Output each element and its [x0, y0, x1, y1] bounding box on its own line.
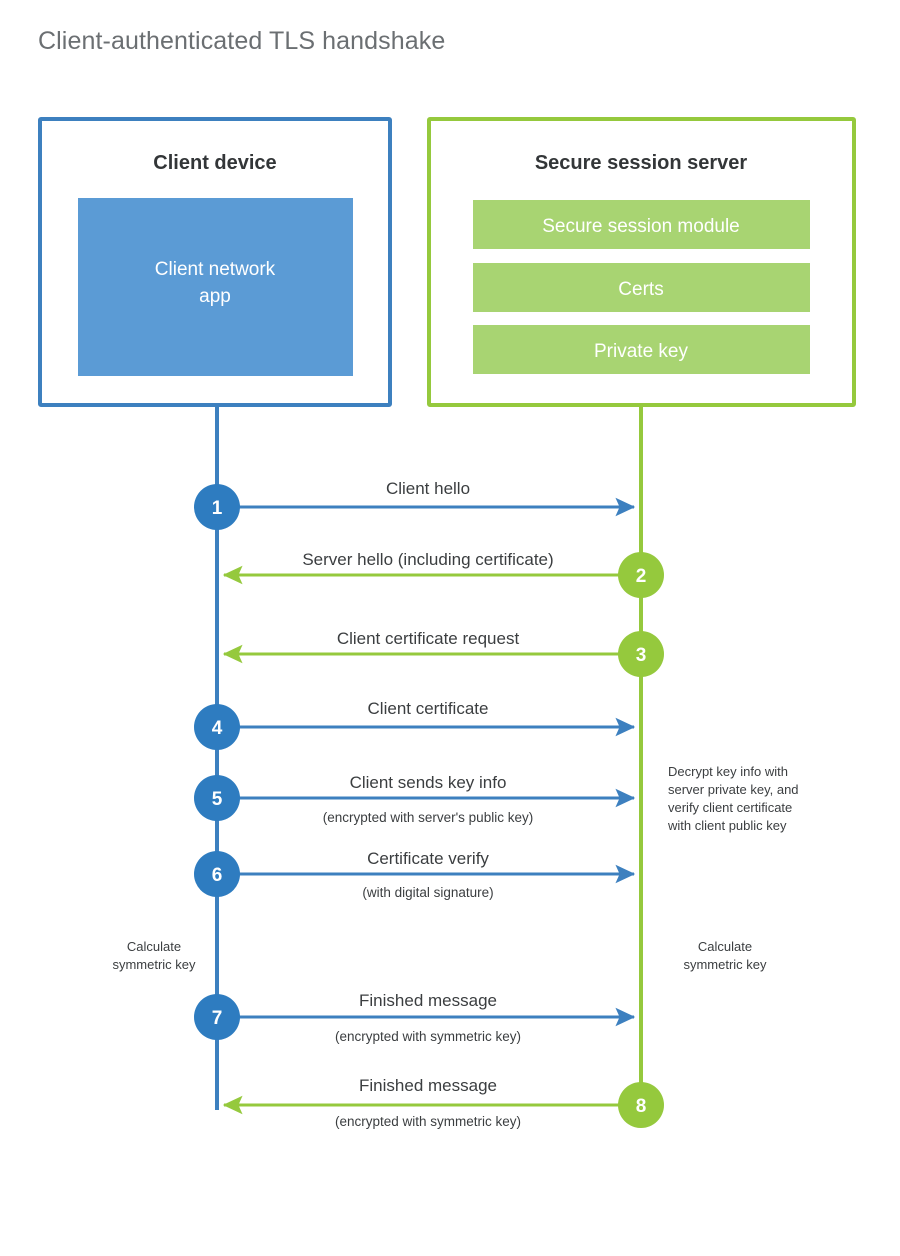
- server-decrypt-note: Decrypt key info with server private key…: [667, 764, 799, 833]
- step-2-label: Server hello (including certificate): [302, 550, 553, 569]
- page-title: Client-authenticated TLS handshake: [38, 27, 446, 55]
- step-3-number: 3: [636, 645, 647, 666]
- server-calculate-note: Calculate symmetric key: [683, 939, 767, 972]
- step-1-label: Client hello: [386, 479, 470, 498]
- server-calculate-note-line1: Calculate: [698, 939, 752, 954]
- client-device-title: Client device: [153, 152, 276, 174]
- server-calculate-note-line2: symmetric key: [683, 957, 767, 972]
- client-network-app-label-line1: Client network: [155, 259, 276, 280]
- step-2-number: 2: [636, 566, 647, 587]
- step-8-marker[interactable]: [618, 1082, 664, 1128]
- client-network-app-block: [78, 198, 353, 376]
- step-6-marker[interactable]: [194, 851, 240, 897]
- secure-session-server-title: Secure session server: [535, 152, 748, 174]
- step-7-label: Finished message: [359, 991, 497, 1010]
- client-calculate-note: Calculate symmetric key: [112, 939, 196, 972]
- secure-session-module-block: [473, 200, 810, 249]
- step-5-group[interactable]: Client sends key info (encrypted with se…: [194, 773, 636, 825]
- certs-label: Certs: [618, 279, 663, 300]
- step-5-marker[interactable]: [194, 775, 240, 821]
- step-2-marker[interactable]: [618, 552, 664, 598]
- secure-session-module-label: Secure session module: [542, 216, 740, 237]
- step-8-label: Finished message: [359, 1076, 497, 1095]
- step-1-marker[interactable]: [194, 484, 240, 530]
- step-1-group[interactable]: Client hello 1: [194, 479, 636, 530]
- step-5-number: 5: [212, 789, 223, 810]
- step-7-sublabel: (encrypted with symmetric key): [335, 1029, 521, 1044]
- step-6-sublabel: (with digital signature): [362, 885, 493, 900]
- private-key-label: Private key: [594, 341, 688, 362]
- step-8-number: 8: [636, 1096, 647, 1117]
- step-6-label: Certificate verify: [367, 849, 489, 868]
- client-calculate-note-line1: Calculate: [127, 939, 181, 954]
- step-4-group[interactable]: Client certificate 4: [194, 699, 636, 750]
- server-decrypt-note-line4: with client public key: [667, 818, 787, 833]
- step-3-marker[interactable]: [618, 631, 664, 677]
- step-8-sublabel: (encrypted with symmetric key): [335, 1114, 521, 1129]
- step-3-label: Client certificate request: [337, 629, 520, 648]
- step-5-sublabel: (encrypted with server's public key): [323, 810, 533, 825]
- client-network-app-label-line2: app: [199, 286, 231, 307]
- secure-session-server-box: Secure session server Secure session mod…: [427, 117, 856, 407]
- step-4-number: 4: [212, 718, 223, 739]
- step-5-label: Client sends key info: [350, 773, 507, 792]
- certs-block: [473, 263, 810, 312]
- step-7-group[interactable]: Finished message (encrypted with symmetr…: [194, 991, 636, 1044]
- step-4-label: Client certificate: [368, 699, 489, 718]
- server-decrypt-note-line2: server private key, and: [668, 782, 799, 797]
- server-decrypt-note-line3: verify client certificate: [668, 800, 792, 815]
- client-calculate-note-line2: symmetric key: [112, 957, 196, 972]
- step-2-group[interactable]: Server hello (including certificate) 2: [222, 550, 664, 598]
- step-8-group[interactable]: Finished message (encrypted with symmetr…: [222, 1076, 664, 1129]
- server-decrypt-note-line1: Decrypt key info with: [668, 764, 788, 779]
- step-3-group[interactable]: Client certificate request 3: [222, 629, 664, 677]
- step-4-marker[interactable]: [194, 704, 240, 750]
- step-6-number: 6: [212, 865, 223, 886]
- step-7-number: 7: [212, 1008, 223, 1029]
- step-6-group[interactable]: Certificate verify (with digital signatu…: [194, 849, 636, 900]
- step-7-marker[interactable]: [194, 994, 240, 1040]
- step-1-number: 1: [212, 498, 223, 519]
- client-device-box: Client device Client network app: [38, 117, 392, 407]
- private-key-block: [473, 325, 810, 374]
